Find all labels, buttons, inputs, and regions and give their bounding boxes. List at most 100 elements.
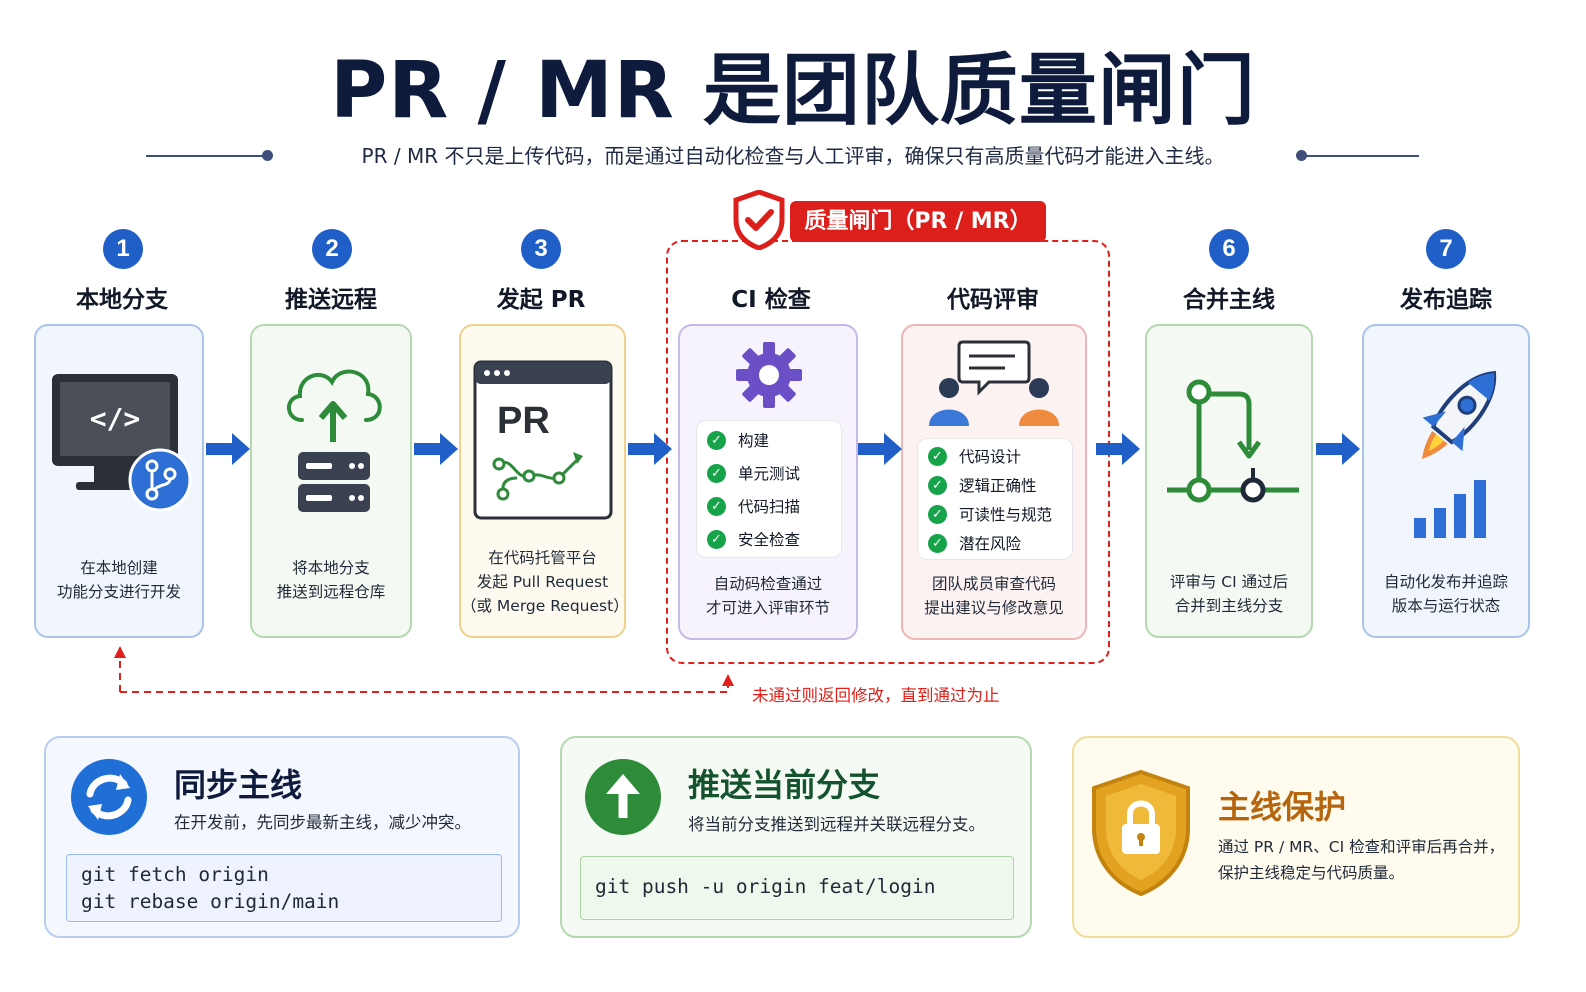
code-line: git rebase origin/main (81, 890, 340, 913)
panel-desc: 通过 PR / MR、CI 检查和评审后再合并， 保护主线稳定与代码质量。 (1218, 834, 1504, 886)
subtitle-dot-left (262, 150, 273, 161)
flow-arrow (858, 433, 902, 465)
flow-arrow (628, 433, 672, 465)
check-icon: ✓ (707, 430, 726, 450)
stage-desc-line: 在代码托管平台 (488, 549, 597, 567)
flow-arrow (1316, 433, 1360, 465)
stage-desc-line: 推送到远程仓库 (276, 583, 386, 601)
stage-label-push-remote: 推送远程 (285, 287, 377, 313)
panel-title: 主线保护 (1218, 788, 1347, 826)
subtitle-row: PR / MR 不只是上传代码，而是通过自动化检查与人工评审，确保只有高质量代码… (0, 140, 1586, 170)
stage-number-3: 3 (521, 229, 561, 269)
check-icon: ✓ (707, 463, 726, 483)
subtitle-dot-right (1296, 150, 1307, 161)
stage-label-merge: 合并主线 (1183, 287, 1275, 313)
stage-desc-line: 合并到主线分支 (1174, 597, 1284, 615)
ci-checklist: ✓ 构建 ✓ 单元测试 ✓代码扫描 ✓ 安全检查 (696, 420, 842, 558)
gear-icon (736, 342, 802, 408)
stage-desc-line: 自动码检查通过 (713, 575, 823, 593)
review-checklist: ✓代码设计 ✓逻辑正确性 ✓可读性与规范 ✓潜在风险 (917, 438, 1073, 560)
checklist-item: ✓代码扫描 (707, 493, 800, 519)
code-line: git push -u origin feat/login (595, 875, 936, 898)
panel-sync-main: 同步主线 在开发前，先同步最新主线，减少冲突。 git fetch origin… (44, 736, 520, 938)
checklist-item: ✓ 安全检查 (707, 526, 800, 552)
stage-card-local-branch: </> 在本地创建 功能分支进行开发 (34, 324, 204, 638)
check-label: 构建 (738, 432, 770, 450)
code-line: git fetch origin (81, 863, 269, 886)
stage-card-code-review: ✓代码设计 ✓逻辑正确性 ✓可读性与规范 ✓潜在风险 团队成员审查代码 提出建议… (901, 324, 1087, 640)
flow-arrow (1096, 433, 1140, 465)
check-label: 单元测试 (738, 465, 801, 483)
check-label: 可读性与规范 (959, 506, 1053, 524)
stage-desc-line: 才可进入评审环节 (705, 599, 830, 617)
checklist-item: ✓逻辑正确性 (928, 472, 1037, 498)
loop-back-label: 未通过则返回修改，直到通过为止 (752, 686, 1000, 705)
stage-desc-line: 功能分支进行开发 (56, 583, 181, 601)
subtitle-line-right (1305, 155, 1419, 157)
checklist-item: ✓潜在风险 (928, 530, 1021, 556)
stage-desc-line: （或 Merge Request） (461, 597, 629, 615)
check-icon: ✓ (928, 504, 947, 524)
sync-icon (71, 759, 147, 835)
check-label: 潜在风险 (959, 535, 1022, 553)
cloud-upload-icon (287, 369, 382, 442)
check-icon: ✓ (928, 475, 947, 495)
flow-arrow (414, 433, 458, 465)
check-label: 代码设计 (959, 448, 1022, 466)
stage-desc-line: 自动化发布并追踪 (1383, 573, 1508, 591)
stage-desc-merge: 评审与 CI 通过后 合并到主线分支 (1147, 570, 1311, 618)
stage-card-ci-check: ✓ 构建 ✓ 单元测试 ✓代码扫描 ✓ 安全检查 自动码检查通过 才可进入评审环节 (678, 324, 858, 640)
stage-desc-release: 自动化发布并追踪 版本与运行状态 (1364, 570, 1528, 618)
panel-desc-line: 通过 PR / MR、CI 检查和评审后再合并， (1218, 838, 1505, 856)
stage-desc-open-pr: 在代码托管平台 发起 Pull Request （或 Merge Request… (461, 546, 629, 618)
stage-desc-line: 在本地创建 (80, 559, 158, 577)
checklist-item: ✓代码设计 (928, 443, 1021, 469)
git-branch-icon (128, 448, 192, 512)
quality-gate-badge: 质量闸门（PR / MR） (790, 201, 1046, 242)
checklist-item: ✓ 可读性与规范 (928, 501, 1052, 527)
panel-desc-line: 保护主线稳定与代码质量。 (1218, 864, 1405, 882)
stage-card-open-pr: PR 在代码托管平台 发起 Pull Request （或 Merge Requ… (459, 324, 629, 638)
stage-number-6: 6 (1209, 229, 1249, 269)
stage-desc-code-review: 团队成员审查代码 提出建议与修改意见 (903, 572, 1085, 620)
svg-text:</>: </> (90, 402, 141, 435)
pr-window-icon (473, 360, 613, 520)
stage-number-2: 2 (312, 229, 352, 269)
stage-label-open-pr: 发起 PR (496, 287, 586, 313)
panel-main-protection: 主线保护 通过 PR / MR、CI 检查和评审后再合并， 保护主线稳定与代码质… (1072, 736, 1520, 938)
panel-title: 推送当前分支 (688, 766, 881, 804)
stage-label-release: 发布追踪 (1400, 287, 1492, 313)
check-label: 安全检查 (738, 531, 801, 549)
upload-arrow-icon (585, 759, 661, 835)
server-icon (298, 452, 370, 512)
panel-desc: 在开发前，先同步最新主线，减少冲突。 (174, 813, 471, 832)
stage-number-7: 7 (1426, 229, 1466, 269)
page-title: PR / MR 是团队质量闸门 (330, 46, 1256, 136)
pr-icon-label: PR (497, 400, 550, 442)
check-icon: ✓ (707, 529, 726, 549)
bar-chart-icon (1414, 480, 1486, 538)
stage-card-merge: 评审与 CI 通过后 合并到主线分支 (1145, 324, 1313, 638)
stage-label-local-branch: 本地分支 (76, 287, 168, 313)
code-block: git push -u origin feat/login (580, 856, 1014, 920)
stage-desc-line: 将本地分支 (292, 559, 370, 577)
rocket-icon (1422, 370, 1497, 459)
checklist-item: ✓ 构建 (707, 427, 769, 453)
stage-desc-ci-check: 自动码检查通过 才可进入评审环节 (680, 572, 856, 620)
panel-title: 同步主线 (174, 766, 303, 804)
stage-desc-line: 版本与运行状态 (1391, 597, 1501, 615)
subtitle-line-left (146, 155, 266, 157)
stage-label-code-review: 代码评审 (947, 287, 1039, 313)
panel-desc: 将当前分支推送到远程并关联远程分支。 (688, 815, 985, 834)
code-block: git fetch origin git rebase origin/main (66, 854, 502, 922)
stage-card-push-remote: 将本地分支 推送到远程仓库 (250, 324, 412, 638)
check-icon: ✓ (707, 496, 726, 516)
shield-check-icon (733, 190, 785, 250)
merge-icon (1167, 379, 1299, 503)
stage-desc-line: 提出建议与修改意见 (924, 599, 1064, 617)
subtitle: PR / MR 不只是上传代码，而是通过自动化检查与人工评审，确保只有高质量代码… (361, 144, 1225, 168)
stage-card-release: 自动化发布并追踪 版本与运行状态 (1362, 324, 1530, 638)
checklist-item: ✓ 单元测试 (707, 460, 800, 486)
stage-label-ci-check: CI 检查 (731, 287, 811, 313)
stage-desc-local-branch: 在本地创建 功能分支进行开发 (36, 556, 202, 604)
